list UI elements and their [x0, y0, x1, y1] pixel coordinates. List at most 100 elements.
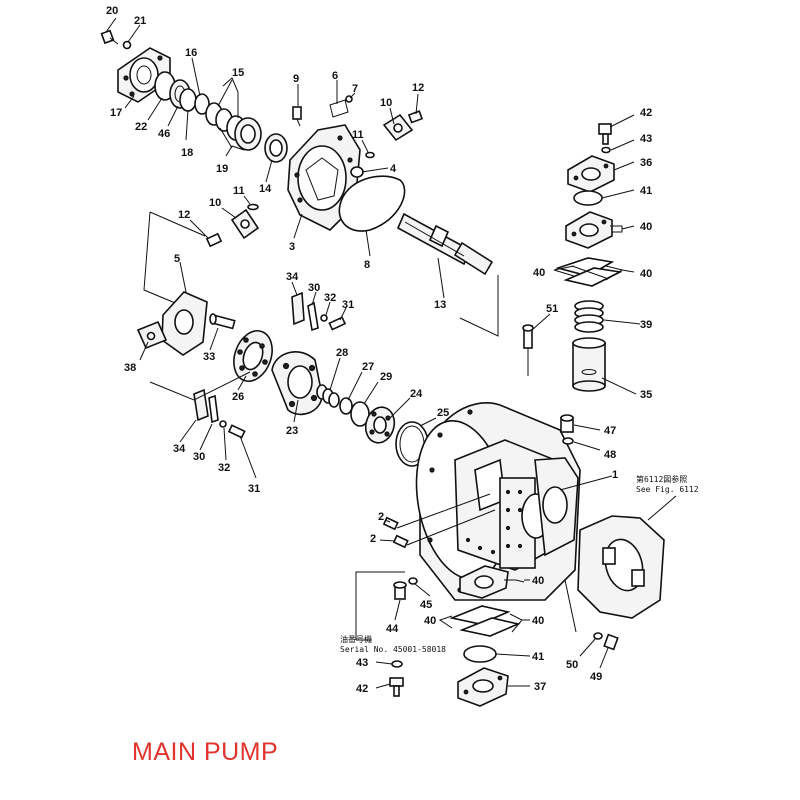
serial-note: Serial No. 45001-58018 [340, 645, 446, 654]
washer-43a [601, 146, 611, 154]
see-fig-note: See Fig. 6112 [636, 485, 699, 494]
callout-34-lower: 34 [173, 443, 186, 455]
bolt-42a [598, 123, 612, 145]
ring-27 [339, 397, 353, 415]
callout-31-upper: 31 [342, 299, 354, 311]
gasket-40e [449, 605, 521, 637]
clip-6 [329, 99, 349, 118]
callout-26: 26 [232, 391, 244, 403]
shoe-34a [291, 291, 305, 326]
plug-47 [560, 414, 574, 433]
plug-44 [393, 581, 407, 600]
reference-block [577, 515, 665, 619]
callout-11-upper: 11 [352, 129, 364, 141]
o-ring-11a [365, 151, 375, 159]
bracket-line-5 [143, 211, 181, 306]
callout-32-lower: 32 [218, 462, 230, 474]
callout-28: 28 [336, 347, 348, 359]
bracket-line-13 [459, 275, 499, 337]
callout-41-lower: 41 [532, 651, 544, 663]
callout-40-c: 40 [640, 268, 652, 280]
callout-39: 39 [640, 319, 652, 331]
plate-24 [364, 406, 396, 444]
lever-38 [136, 320, 168, 350]
shoe-30b [208, 394, 219, 424]
shoe-34b [193, 388, 209, 422]
callout-19: 19 [216, 163, 228, 175]
gasket-8 [338, 175, 406, 232]
callout-24: 24 [410, 388, 423, 400]
callout-47: 47 [604, 425, 616, 437]
callout-42-lower: 42 [356, 683, 368, 695]
callout-10-lower: 10 [209, 197, 221, 209]
fitting-51 [522, 324, 534, 376]
callout-40-a: 40 [640, 221, 652, 233]
callout-3: 3 [289, 241, 295, 253]
bolt-2b [392, 509, 496, 549]
drive-shaft-13 [396, 212, 494, 276]
callout-30-upper: 30 [308, 282, 320, 294]
plate-10a [382, 113, 414, 142]
callout-51: 51 [546, 303, 558, 315]
o-ring-41a [573, 190, 603, 206]
callout-10-upper: 10 [380, 97, 392, 109]
callout-4: 4 [390, 163, 397, 175]
callout-labels: 20 21 16 15 9 6 7 10 12 17 22 46 18 19 1… [106, 5, 652, 695]
callout-42-upper: 42 [640, 107, 652, 119]
o-ring-11b [247, 203, 259, 211]
callout-1: 1 [612, 469, 618, 481]
callout-45: 45 [420, 599, 432, 611]
callout-13: 13 [434, 299, 446, 311]
bracket-line-44 [355, 571, 405, 640]
washer-32b [219, 420, 227, 428]
plate-10b [230, 208, 260, 240]
pin-33 [209, 313, 236, 330]
gasket-40b [555, 257, 623, 287]
o-ring-16 [194, 93, 210, 115]
bolt-12a [407, 110, 424, 124]
plug-4 [350, 166, 364, 178]
pump-housing-1 [415, 402, 581, 601]
spring-39 [574, 300, 604, 333]
bearing-19 [234, 117, 262, 151]
callout-48: 48 [604, 449, 616, 461]
swash-plate-5 [161, 291, 208, 356]
callout-43-lower: 43 [356, 657, 368, 669]
bolt-9 [292, 106, 302, 127]
snap-ring-18 [179, 88, 197, 112]
washer-43b [391, 660, 403, 668]
bolt-12b [205, 232, 223, 248]
callout-15: 15 [232, 67, 244, 79]
bolt-49 [603, 633, 619, 651]
callout-44: 44 [386, 623, 399, 635]
callout-9: 9 [293, 73, 299, 85]
o-ring-50 [593, 632, 603, 640]
washer-21 [122, 40, 132, 50]
callout-11-lower: 11 [233, 185, 245, 197]
callout-25: 25 [437, 407, 449, 419]
valve-plate-26 [233, 330, 273, 382]
callout-34-upper: 34 [286, 271, 299, 283]
callout-33: 33 [203, 351, 215, 363]
callout-12-upper: 12 [412, 82, 424, 94]
callout-17: 17 [110, 107, 122, 119]
serial-note-jp: 油番号機 [340, 634, 372, 644]
cover-37 [457, 667, 509, 707]
piston-35 [572, 337, 606, 392]
callout-40-d: 40 [532, 575, 544, 587]
callout-2-lower: 2 [370, 533, 376, 545]
shoe-30a [307, 301, 319, 332]
bolt-42b [389, 677, 404, 697]
callout-50: 50 [566, 659, 578, 671]
gasket-40d [459, 565, 509, 599]
callout-38: 38 [124, 362, 136, 374]
callout-2-upper: 2 [378, 511, 384, 523]
bracket-line-34 [149, 371, 251, 401]
callout-32-upper: 32 [324, 292, 336, 304]
callout-37: 37 [534, 681, 546, 693]
o-ring-41b [463, 645, 497, 663]
callout-46: 46 [158, 128, 170, 140]
callout-27: 27 [362, 361, 374, 373]
leader-lines [105, 17, 677, 689]
